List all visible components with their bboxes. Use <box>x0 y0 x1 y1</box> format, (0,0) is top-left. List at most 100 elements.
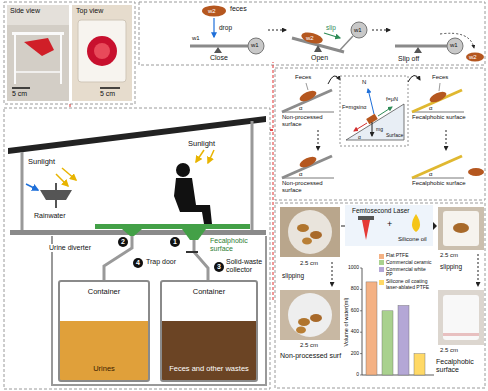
legend-entry: Commercial ceramic <box>379 260 433 266</box>
sample-photo <box>358 216 374 220</box>
sample-photo <box>310 231 322 239</box>
process-label: Femtosecond Laser <box>352 207 409 214</box>
sample-photo <box>298 318 310 326</box>
callout-number: 3 <box>214 262 224 272</box>
weight-label: w2 <box>208 8 216 15</box>
toilet-house <box>196 150 204 162</box>
toilet-house <box>21 152 24 230</box>
toilet-house <box>8 116 266 385</box>
bar-chart <box>360 353 362 354</box>
toilet-house <box>10 230 266 235</box>
panel-frame <box>4 108 270 389</box>
slope-diagram <box>468 168 484 176</box>
slope-diagram <box>378 107 392 116</box>
slope-diagram <box>354 123 367 131</box>
photo-top-view <box>78 20 126 82</box>
toilet-house <box>52 236 266 385</box>
trap-door-mechanism <box>324 33 340 38</box>
photo-side-view <box>24 38 54 56</box>
sample-photo <box>412 214 420 232</box>
legend-swatch <box>379 254 384 259</box>
state-label: Open <box>311 54 328 62</box>
toilet-house <box>8 116 266 154</box>
sample-photo <box>341 226 345 227</box>
part-label: Feces <box>432 74 448 81</box>
callout-link <box>270 62 273 130</box>
panel-frame <box>139 2 485 65</box>
legend-entry: Silicone oil coating laser-ablated PTFE <box>379 279 433 291</box>
node-content: Urines <box>93 365 115 374</box>
toilet-house <box>176 163 190 177</box>
angle-label: α <box>429 171 432 178</box>
trap-door-mechanism <box>213 18 214 37</box>
node-title: Container <box>193 288 226 297</box>
sample-photo <box>280 207 340 257</box>
part-label: Sunlight <box>188 140 215 149</box>
photo-side-view <box>12 87 30 89</box>
trap-door-mechanism <box>395 45 447 48</box>
container-tank: ContainerFeces and other wastes <box>160 280 258 382</box>
slope-diagram <box>282 178 334 179</box>
process-label: + <box>387 219 392 229</box>
part-label: Solid-waste collector <box>226 258 266 274</box>
trap-door-mechanism <box>340 36 353 50</box>
slope-diagram <box>428 90 448 105</box>
toilet-house <box>182 229 206 240</box>
scale-label: 5 cm <box>12 90 27 98</box>
sample-photo <box>345 205 433 246</box>
photo-caption: Top view <box>76 7 103 15</box>
bar-chart <box>362 268 363 375</box>
state-label: Slip off <box>398 55 419 63</box>
part-label: Rainwater <box>34 212 66 220</box>
callout-number: 4 <box>133 258 143 268</box>
slope-diagram <box>282 75 484 178</box>
legend-entry: Commercial white PP <box>379 267 433 279</box>
callout-number: 1 <box>170 237 180 247</box>
sample-photo <box>296 327 306 334</box>
trap-door-mechanism <box>202 6 226 17</box>
legend-text: Commercial ceramic <box>386 260 432 266</box>
part-label: Fecalphobic surface <box>210 237 262 253</box>
part-label: Sunlight <box>28 158 55 167</box>
angle-label: α <box>299 171 302 178</box>
trap-door-mechanism <box>190 6 484 62</box>
legend-swatch <box>379 260 384 265</box>
slope-diagram <box>408 75 420 82</box>
node-title: Container <box>88 288 121 297</box>
bar-chart <box>360 268 362 269</box>
sample-photo <box>433 222 437 230</box>
sample-photo <box>310 314 322 322</box>
part-label: Feces <box>295 74 311 81</box>
sample-photo <box>288 293 332 337</box>
surface-label: Surface <box>386 133 403 139</box>
weight-label: w1 <box>192 35 200 42</box>
trap-door-mechanism <box>248 38 264 54</box>
angle-label: α <box>358 135 361 141</box>
node-content: Feces and other wastes <box>169 365 249 374</box>
trap-door-mechanism <box>190 45 248 48</box>
axis-tick: 600 <box>351 308 359 314</box>
bar-chart <box>360 332 362 333</box>
photo-top-view <box>72 5 132 101</box>
slope-diagram <box>412 90 462 112</box>
chart-legend: Flat PTFECommercial ceramicCommercial wh… <box>379 253 433 292</box>
bar-chart <box>360 268 434 375</box>
panel-caption: Fecalphobic surface <box>436 358 484 374</box>
slope-diagram <box>439 83 440 91</box>
scale-label: 5 cm <box>100 90 115 98</box>
sample-photo <box>478 254 479 286</box>
sample-photo <box>443 295 479 340</box>
legend-text: Silicone oil coating laser-ablated PTFE <box>386 279 433 291</box>
slope-diagram <box>368 89 374 114</box>
slope-diagram <box>298 155 318 170</box>
axis-tick: 800 <box>351 287 359 293</box>
photo-side-view <box>60 35 62 84</box>
legend-entry: Flat PTFE <box>379 253 433 259</box>
toilet-house <box>26 184 38 190</box>
part-label: feces <box>230 5 247 13</box>
weight-label: w2 <box>469 54 477 61</box>
slope-diagram <box>328 76 340 84</box>
trap-door-mechanism <box>466 53 484 62</box>
photo-side-view <box>7 5 69 25</box>
sample-photo <box>438 290 484 345</box>
